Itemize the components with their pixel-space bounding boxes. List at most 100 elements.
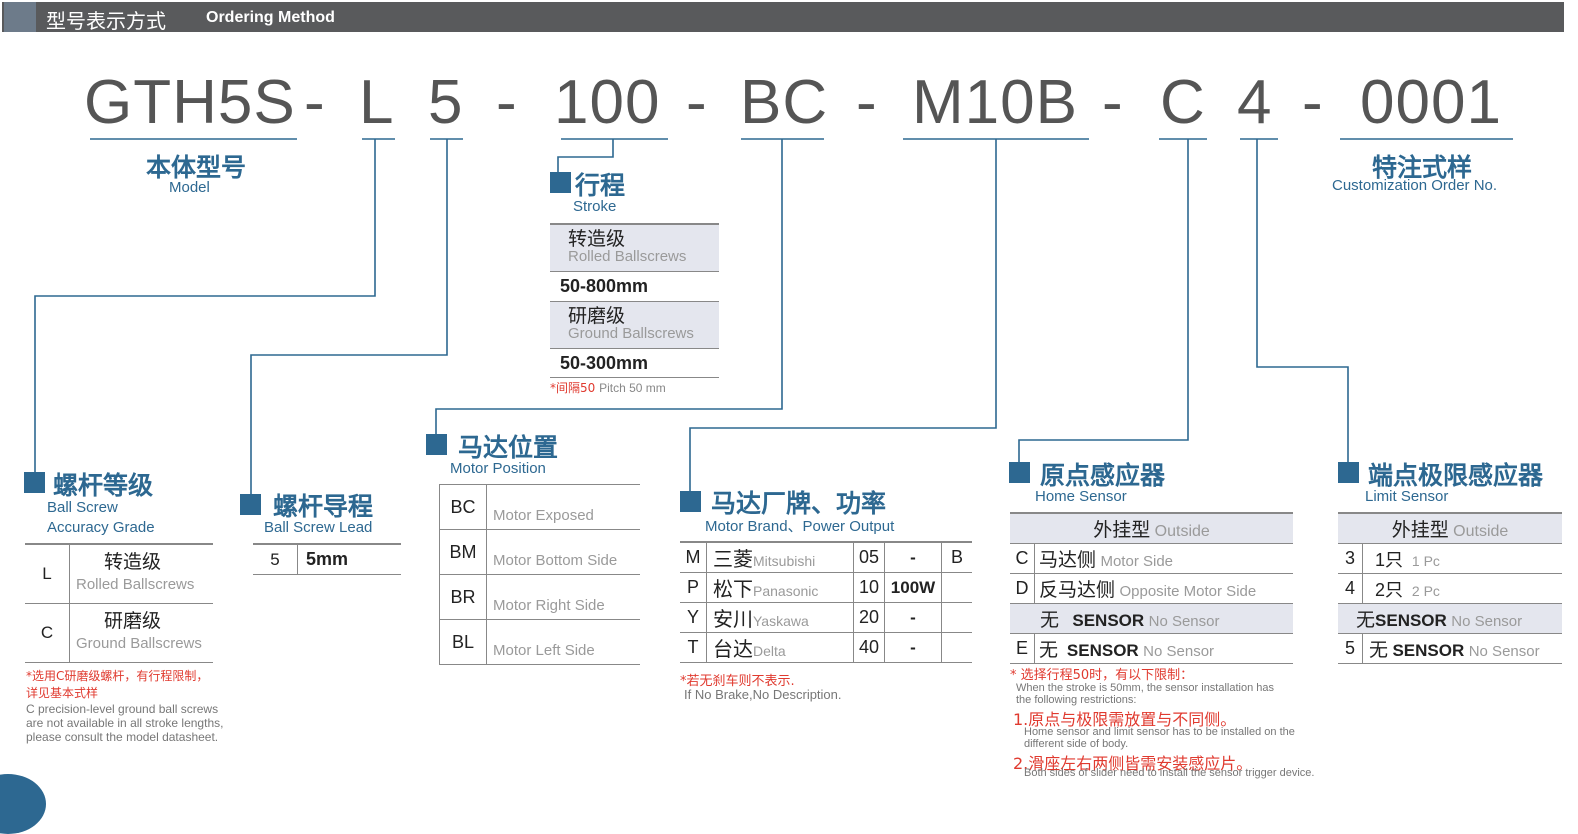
home-head-en: Outside xyxy=(1154,523,1210,540)
table-row: Y 安川Yaskawa 20 - xyxy=(680,602,972,633)
limit-4-cn: 2只 xyxy=(1375,579,1404,600)
grade-note-en-2: are not available in all stroke lengths, xyxy=(26,716,224,730)
home-c-en: Motor Side xyxy=(1100,553,1174,570)
code-motor: M10B xyxy=(912,68,1078,137)
position-desc-bm: Motor Bottom Side xyxy=(486,529,640,575)
header-title-en: Ordering Method xyxy=(206,9,335,26)
stroke-rolled-en: Rolled Ballscrews xyxy=(568,248,687,265)
table-row: 5 5mm xyxy=(253,544,401,575)
limit-none-sensor: SENSOR xyxy=(1375,611,1447,630)
motor-num-10: 10 xyxy=(853,572,885,603)
stroke-marker xyxy=(550,172,571,193)
table-row: P 松下Panasonic 10 100W xyxy=(680,572,972,603)
home-e-cn: 无 xyxy=(1039,640,1059,661)
limit-code-5: 5 xyxy=(1338,633,1363,664)
stroke-rolled-cn: 转造级 xyxy=(568,229,626,250)
motor-brand-cn-t: 台达 xyxy=(713,639,753,661)
limit-3-en: 1 Pc xyxy=(1411,552,1440,569)
home-title-en: Home Sensor xyxy=(1035,488,1127,505)
stroke-table: 转造级 Rolled Ballscrews 50-800mm 研磨级 Groun… xyxy=(550,223,719,378)
model-title-en: Model xyxy=(169,179,210,196)
limit-marker xyxy=(1338,462,1359,483)
limit-5-en: No Sensor xyxy=(1468,643,1540,660)
limit-head-cn: 外挂型 xyxy=(1391,520,1449,541)
limit-5-sensor: SENSOR xyxy=(1392,641,1465,660)
motor-code-p: P xyxy=(680,572,707,603)
position-desc-bc: Motor Exposed xyxy=(486,484,640,530)
position-title-cn: 马达位置 xyxy=(458,433,559,462)
grade-rolled-en: Rolled Ballscrews xyxy=(76,576,195,593)
code-stroke: 100 xyxy=(554,68,661,137)
position-marker xyxy=(426,434,447,455)
home-table: 外挂型 Outside C 马达侧 Motor Side D 反马达侧 Oppo… xyxy=(1010,512,1293,664)
lead-title-en: Ball Screw Lead xyxy=(264,519,373,536)
motor-power-10: 100W xyxy=(884,572,942,603)
table-row: C 研磨级 Ground Ballscrews xyxy=(25,603,213,663)
limit-table: 外挂型 Outside 3 1只 1 Pc 4 2只 2 Pc 无SENSOR … xyxy=(1338,512,1562,664)
lead-title-cn: 螺杆导程 xyxy=(273,492,374,521)
stroke-note-en: Pitch 50 mm xyxy=(599,381,666,395)
header-title-cn: 型号表示方式 xyxy=(46,9,166,33)
limit-5-cn: 无 xyxy=(1369,640,1389,661)
stroke-ground-range: 50-300mm xyxy=(550,348,719,378)
custom-title-en: Customization Order No. xyxy=(1332,177,1498,194)
motor-code-y: Y xyxy=(680,602,707,633)
limit-head-en: Outside xyxy=(1453,523,1509,540)
home-note-cn: * 选择行程50时，有以下限制： xyxy=(1010,668,1194,683)
position-desc-bl: Motor Left Side xyxy=(486,619,640,665)
home-note-en-2: the following restrictions: xyxy=(1016,694,1137,706)
home-none-cn: 无 xyxy=(1040,610,1060,631)
limit-title-cn: 端点极限感应器 xyxy=(1368,461,1544,490)
home-none-en: No Sensor xyxy=(1148,613,1220,630)
section-header: 型号表示方式 Ordering Method xyxy=(2,2,1564,33)
stroke-title-en: Stroke xyxy=(573,198,617,215)
home-rule1-en-2: different side of body. xyxy=(1024,738,1129,750)
table-row: BM Motor Bottom Side xyxy=(439,529,640,575)
motor-brand-cn-y: 安川 xyxy=(713,609,753,631)
motor-brake-code: B xyxy=(941,542,972,573)
stroke-ground-cn: 研磨级 xyxy=(568,306,626,327)
code-sep: - xyxy=(304,68,326,137)
position-desc-br: Motor Right Side xyxy=(486,574,640,620)
home-marker xyxy=(1009,462,1030,483)
home-e-sensor: SENSOR xyxy=(1066,641,1139,660)
home-rule1-cn: 1.原点与极限需放置与不同侧。 xyxy=(1013,710,1237,729)
code-sep: - xyxy=(856,68,878,137)
code-sep: - xyxy=(496,68,518,137)
home-rule2-cn: 2.滑座左右两侧皆需安装感应片。 xyxy=(1013,754,1253,773)
motor-table: M 三菱Mitsubishi 05 - B P 松下Panasonic 10 1… xyxy=(680,541,972,663)
connector-lines xyxy=(34,138,1513,494)
motor-power-20: - xyxy=(884,602,942,633)
table-row: C 马达侧 Motor Side xyxy=(1010,543,1293,574)
limit-none-en: No Sensor xyxy=(1451,613,1523,630)
motor-power-05: - xyxy=(884,542,942,573)
home-title-cn: 原点感应器 xyxy=(1040,461,1166,490)
grade-rolled-cn: 转造级 xyxy=(104,552,162,573)
table-row: 5 无 SENSOR No Sensor xyxy=(1338,633,1562,664)
grade-note-cn-2: 详见基本式样 xyxy=(26,686,99,700)
table-row: 无 SENSOR No Sensor xyxy=(1010,603,1293,634)
table-row: T 台达Delta 40 - xyxy=(680,632,972,663)
limit-3-cn: 1只 xyxy=(1375,549,1404,570)
table-row: L 转造级 Rolled Ballscrews xyxy=(25,544,213,604)
grade-title-en-1: Ball Screw xyxy=(47,499,118,516)
table-row: 3 1只 1 Pc xyxy=(1338,543,1562,574)
table-row: BC Motor Exposed xyxy=(439,484,640,530)
limit-none-cn: 无 xyxy=(1356,610,1376,631)
home-c-cn: 马达侧 xyxy=(1039,550,1097,571)
table-row: 4 2只 2 Pc xyxy=(1338,573,1562,604)
code-position: BC xyxy=(740,68,829,137)
home-code-c: C xyxy=(1010,543,1035,574)
home-d-cn: 反马达侧 xyxy=(1039,580,1116,601)
lead-value: 5mm xyxy=(297,544,401,575)
motor-code-t: T xyxy=(680,632,707,663)
code-limit: 4 xyxy=(1237,68,1273,137)
position-code-bc: BC xyxy=(439,484,487,530)
motor-num-40: 40 xyxy=(853,632,885,663)
grade-title-en-2: Accuracy Grade xyxy=(47,519,155,536)
header-accent xyxy=(4,2,36,32)
stroke-title-cn: 行程 xyxy=(575,171,626,200)
limit-title-en: Limit Sensor xyxy=(1365,488,1449,505)
motor-code-m: M xyxy=(680,542,707,573)
motor-brand-en-t: Delta xyxy=(753,643,786,659)
